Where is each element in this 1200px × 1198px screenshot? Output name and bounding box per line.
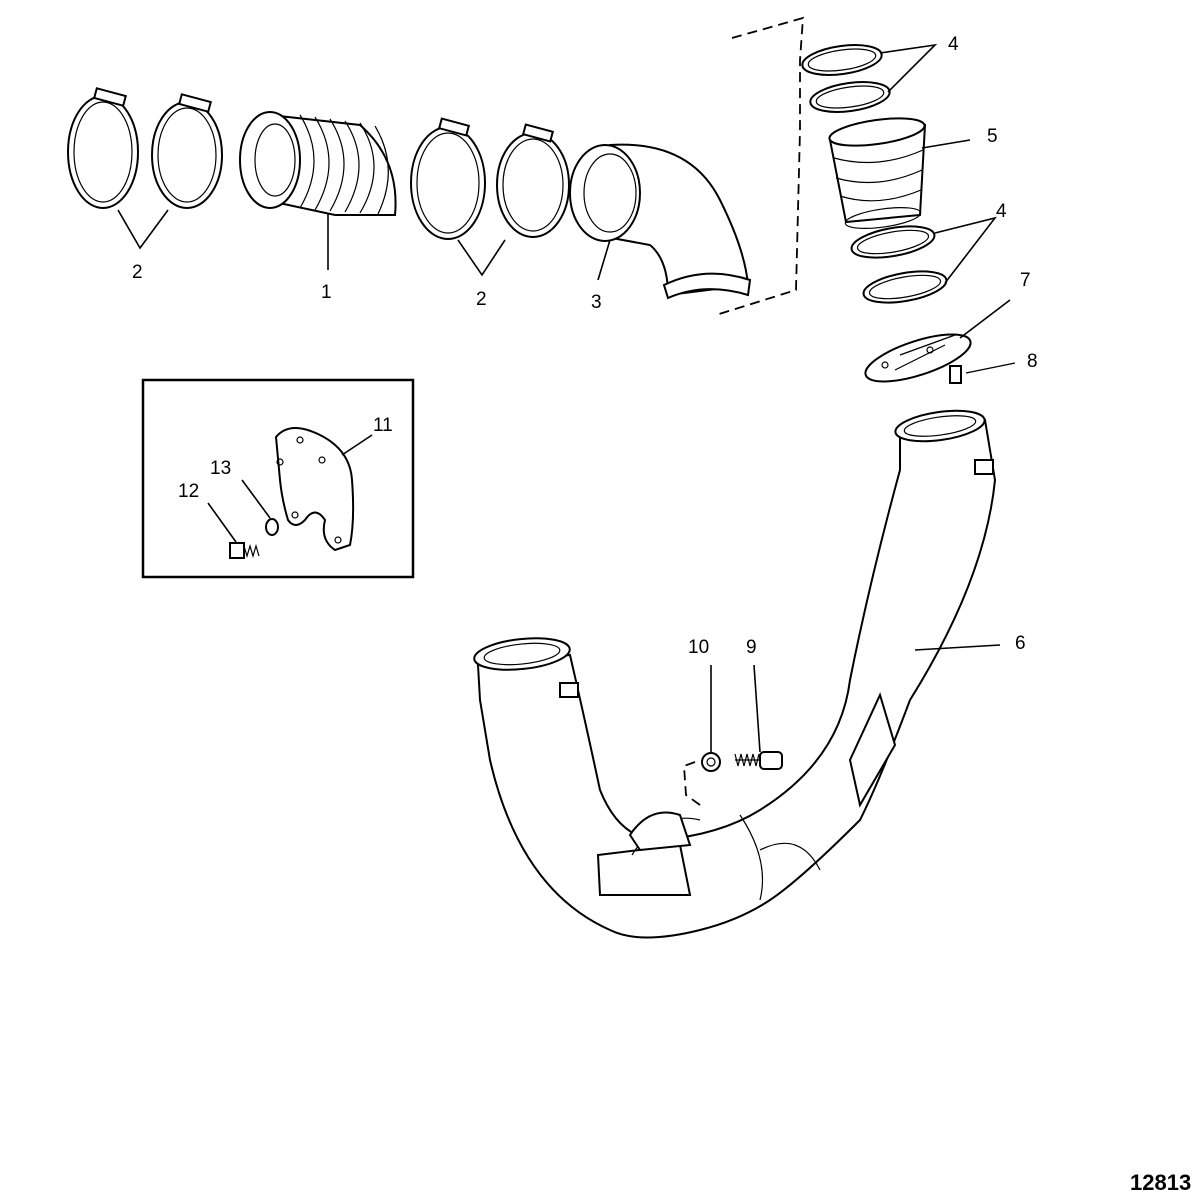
- assembly-bracket: [715, 16, 804, 316]
- callout-12: 12: [178, 481, 199, 502]
- callout-2b: 2: [476, 289, 487, 310]
- callout-5: 5: [987, 126, 998, 147]
- callout-7: 7: [1020, 270, 1031, 291]
- nut-bracket: [683, 761, 701, 806]
- leader-4a: [879, 43, 938, 93]
- exhaust-elbow: [569, 143, 752, 300]
- leader-5: [921, 139, 971, 149]
- hose-clamp-upper-pair: [801, 44, 891, 113]
- leader-7: [959, 299, 1011, 339]
- leader-11: [341, 434, 373, 456]
- cover-plate: [274, 427, 355, 552]
- exhaust-y-pipe: [473, 409, 997, 939]
- leader-3: [597, 239, 611, 281]
- washer-and-bolt: [229, 518, 279, 559]
- rubber-block: [949, 365, 962, 384]
- callout-2a: 2: [132, 262, 143, 283]
- flapper-valve: [864, 333, 972, 383]
- leader-4b: [934, 216, 998, 284]
- callout-10: 10: [688, 637, 709, 658]
- exhaust-hose: [828, 117, 927, 229]
- callout-3: 3: [591, 292, 602, 313]
- callout-9: 9: [746, 637, 757, 658]
- hose-clamp-right-pair: [410, 117, 570, 240]
- leader-9: [753, 664, 761, 753]
- callout-1: 1: [321, 282, 332, 303]
- leader-12: [207, 502, 237, 543]
- leader-6: [914, 644, 1001, 651]
- exhaust-bellows: [239, 111, 397, 216]
- hose-clamp-left-pair: [67, 87, 223, 209]
- hose-clamp-lower-pair: [850, 225, 948, 304]
- callout-13: 13: [210, 458, 231, 479]
- inset-box: [141, 378, 415, 579]
- callout-6: 6: [1015, 633, 1026, 654]
- callout-11: 11: [373, 415, 393, 436]
- leader-2b: [457, 239, 506, 277]
- callout-4a: 4: [948, 34, 959, 55]
- figure-number: 12813: [1130, 1170, 1191, 1195]
- callout-8: 8: [1027, 351, 1038, 372]
- leader-2a: [117, 209, 169, 250]
- leader-8: [965, 362, 1016, 374]
- leader-13: [241, 479, 271, 519]
- callout-4b: 4: [996, 201, 1007, 222]
- screw-and-nut: [701, 751, 783, 772]
